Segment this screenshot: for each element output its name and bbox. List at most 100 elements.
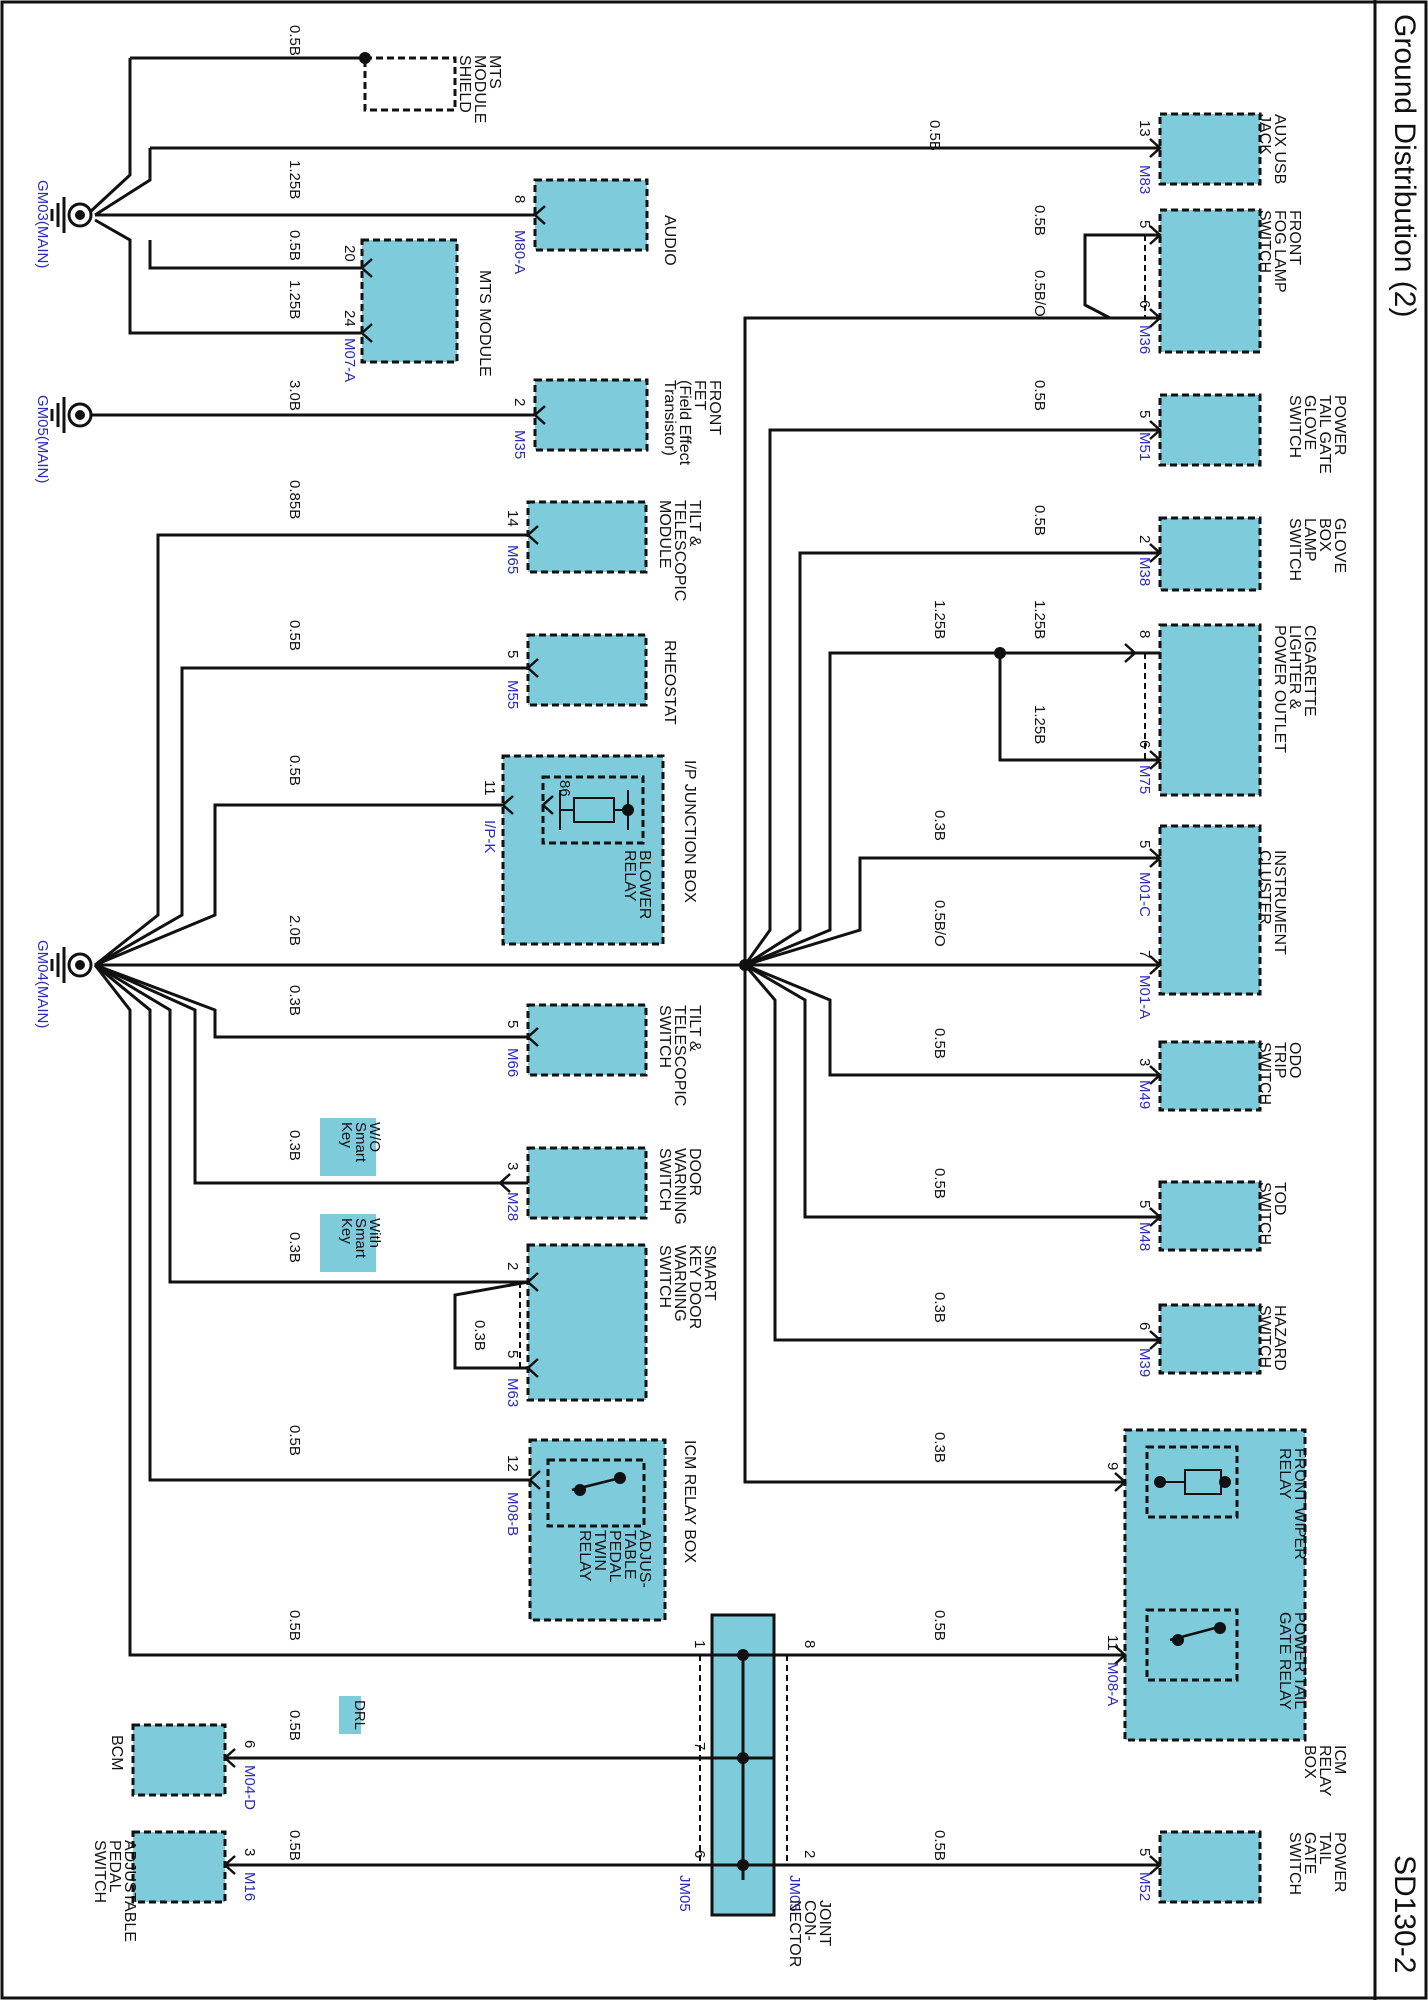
component-name-front_fet-line-4: Transistor) [661,380,678,456]
component-name-tod-line-2: SWITCH [1256,1182,1273,1245]
pin-fog6: 6 [1136,300,1153,308]
component-name-tilt_switch-line-3: SWITCH [656,1005,673,1068]
terminal-ipk [501,795,514,815]
component-name-icm_left-line-1: ICM RELAY BOX [681,1440,698,1563]
component-name-tailgate_switch-line-1: POWER [1331,1832,1348,1892]
connector-odo: M49 [1136,1080,1153,1109]
terminal-cig8 [1124,643,1137,663]
wire-cluster5 [744,856,1160,967]
component-name-glove_box-line-2: BOX [1316,518,1333,552]
pin-wiper: 9 [1104,1462,1121,1470]
pin-odo: 3 [1136,1058,1153,1066]
wire-gauge-door: 0.3B [286,1130,303,1161]
terminal-m63b [526,1358,539,1378]
relay-tailgate [1145,1608,1239,1682]
pin-m63a: 2 [504,1262,521,1270]
terminal-c7 [1149,955,1162,975]
ground-label-gm04: GM04(MAIN) [34,940,51,1028]
terminal-mts24 [360,323,373,343]
component-name-fog_lamp-line-3: SWITCH [1256,210,1273,273]
wire-gauge-audio: 1.25B [286,160,303,199]
connector-tod: M48 [1136,1222,1153,1251]
component-name-icm_right-line-1: ICM [1331,1745,1348,1774]
component-mts-module [360,238,459,364]
component-name-cluster-line-2: CLUSTER [1256,850,1273,925]
wire-gauge-cluster7: 0.5B/O [931,900,948,947]
ground-label-gm03: GM03(MAIN) [34,180,51,268]
component-bcm [131,1723,227,1797]
pin-relay86: 86 [556,780,573,797]
blower-coil-node [622,804,634,816]
component-name-ip_jb-line-1: I/P JUNCTION BOX [681,760,698,903]
wire-door [94,963,528,1185]
joint-node-1 [737,1649,749,1661]
relay-name-blower-line-2: RELAY [621,850,638,902]
component-name-rheostat-line-1: RHEOSTAT [661,640,678,725]
component-tailgate-switch [1158,1830,1262,1904]
ground-gm03-center [75,210,85,220]
relay-name-adj-pedal-line-5: RELAY [576,1530,593,1582]
terminal-tgr [1114,1645,1127,1665]
component-name-joint-line-1: JOINT [816,1900,833,1946]
pin-j8: 8 [801,1640,818,1648]
wire-gauge-odo: 0.5B [931,1028,948,1059]
connector-jm05-left: JM05 [676,1875,693,1912]
wire-odo [744,963,1160,1077]
terminal-m63a [526,1272,539,1292]
relay-front-wiper [1145,1445,1239,1519]
component-name-odo-line-1: ODO [1286,1042,1303,1078]
page-title: Ground Distribution (2) [1388,14,1421,318]
ground-gm05 [50,397,93,433]
connector-smart_key: M63 [504,1378,521,1407]
wire-gauge-main_trunk: 2.0B [286,915,303,946]
wiper-coil-node-b [1219,1476,1231,1488]
connector-tilt_module: M65 [504,545,521,574]
joint-node-2 [737,1752,749,1764]
component-name-tailgate_glove-line-1: POWER [1331,395,1348,455]
connector-door_warning: M28 [504,1192,521,1221]
component-front-fet [533,378,649,452]
pin-tgr: 11 [1104,1635,1121,1651]
connector-joint: JM05 [786,1875,803,1912]
terminal-c5 [1149,848,1162,868]
ground-label-gm05: GM05(MAIN) [34,395,51,483]
component-name-cigarette-line-3: POWER OUTLET [1271,625,1288,753]
component-name-fog_lamp-line-2: FOG LAMP [1271,210,1288,293]
connector-icm_right: M08-A [1104,1662,1121,1706]
wire-tod [744,963,1160,1219]
connector-bcm: M04-D [241,1765,258,1810]
terminal-m38 [1149,543,1162,563]
component-name-adj_pedal-line-3: SWITCH [91,1840,108,1903]
pin-cig8: 8 [1136,630,1153,638]
wire-rheostat [94,666,528,967]
component-name-tilt_module-line-2: TELESCOPIC [671,500,688,601]
component-mts-shield [363,56,457,112]
wire-cig6 [998,653,1160,762]
component-name-tailgate_switch-line-2: TAIL [1316,1832,1333,1865]
component-name-odo-line-3: SWITCH [1256,1042,1273,1105]
wire-tilt-switch [94,963,528,1039]
pin-m08b: 12 [504,1455,521,1472]
component-smart-key [526,1243,648,1402]
component-name-glove_box-line-1: GLOVE [1331,518,1348,573]
component-tilt-switch [526,1003,648,1077]
connector-rheostat: M55 [504,680,521,709]
wire-gauge-wiper: 0.3B [931,1432,948,1463]
pin-bcm: 6 [241,1740,258,1748]
connector-cluster: M01-C [1136,872,1153,917]
pin-m66: 5 [504,1020,521,1028]
wire-icm-b [94,963,530,1482]
wire-gauge-bcm: 0.5B [286,1710,303,1741]
variant-bg-drl [339,1696,361,1734]
component-name-joint-line-2: CON- [801,1900,818,1941]
pin-fet: 2 [511,398,528,406]
connector-aux_usb: M83 [1136,165,1153,194]
component-name-cluster-line-1: INSTRUMENT [1271,850,1288,955]
relay-name-front-wiper-line-2: RELAY [1276,1448,1293,1500]
pin-m65: 14 [504,510,521,527]
component-name-smart_key-line-2: KEY DOOR [686,1245,703,1329]
component-name-tilt_module-line-1: TILT & [686,500,703,547]
connector-adj_pedal: M16 [241,1872,258,1901]
pin-c7: 7 [1136,950,1153,958]
component-cigarette [1158,623,1262,797]
